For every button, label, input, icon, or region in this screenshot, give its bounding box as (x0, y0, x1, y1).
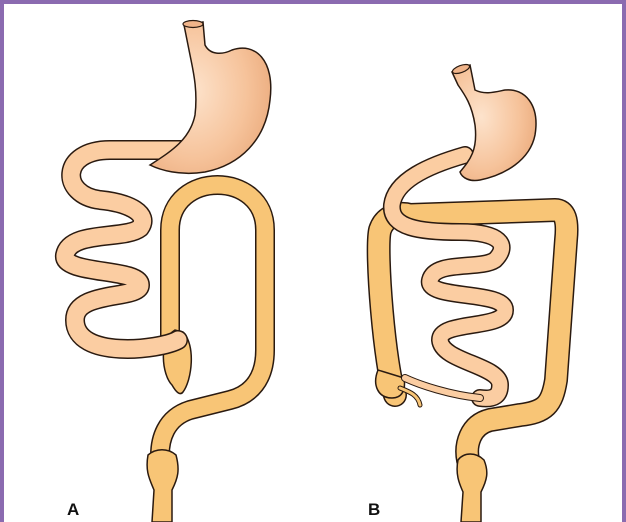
panel-b-small-bowel (392, 155, 505, 398)
panel-b-label: B (368, 500, 380, 520)
panel-a-small-bowel (65, 150, 215, 349)
panel-a-illustration (65, 21, 271, 522)
panel-a-label: A (67, 500, 79, 520)
panel-b-illustration (376, 63, 567, 522)
